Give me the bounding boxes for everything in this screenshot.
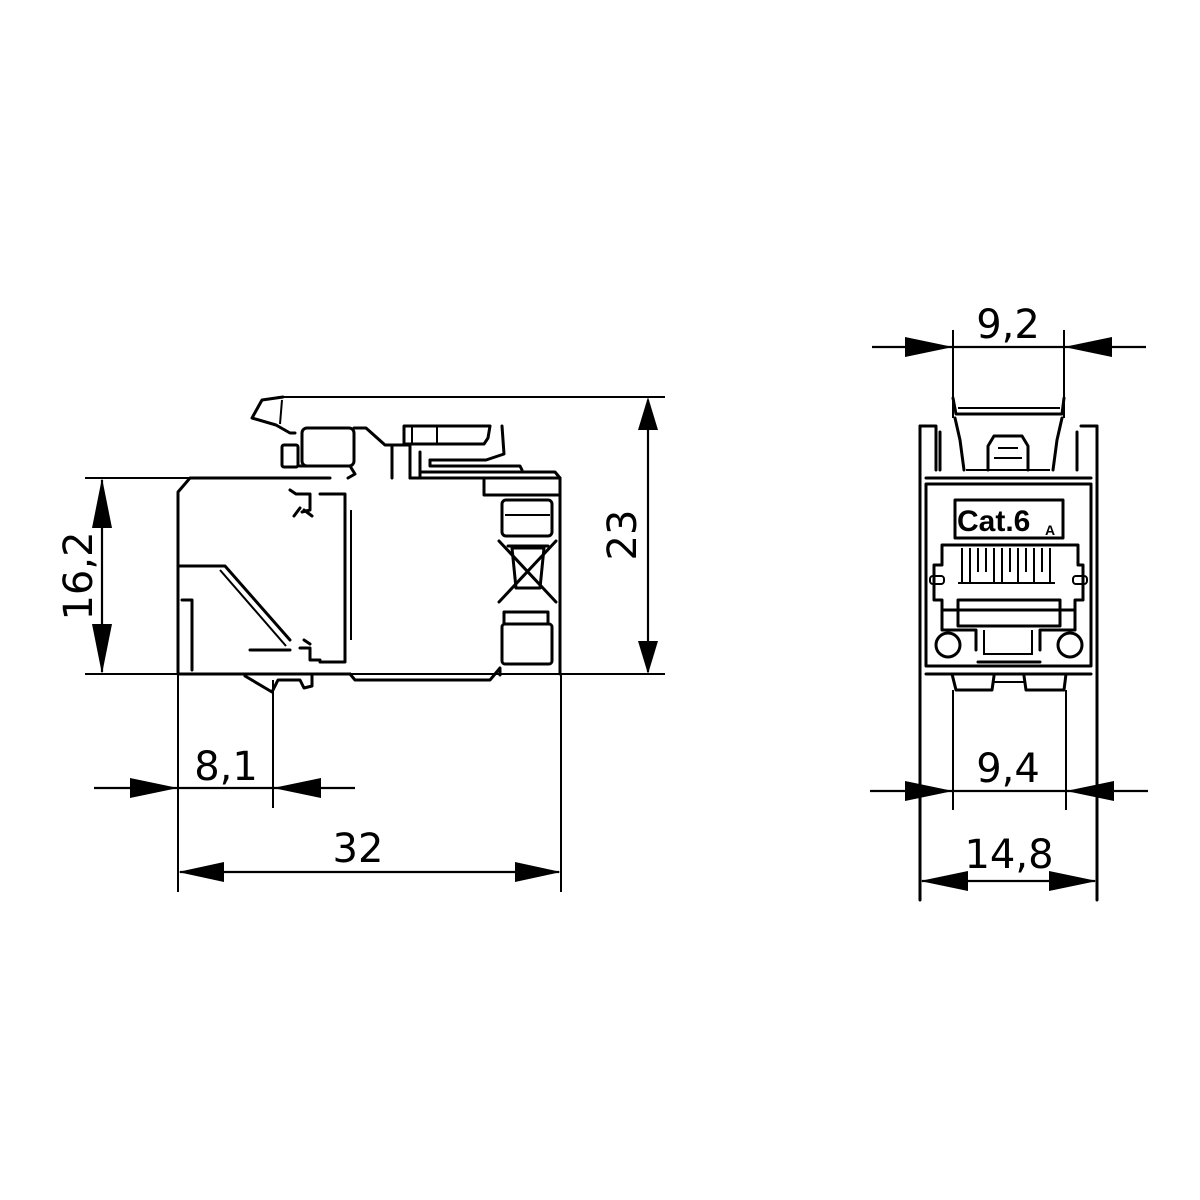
- cat6a-label-sub: A: [1045, 522, 1055, 538]
- dim-height-body: 16,2: [56, 478, 112, 674]
- dim-label-23: 23: [600, 510, 646, 561]
- front-view: Cat.6 A: [918, 330, 1099, 902]
- dim-label-16-2: 16,2: [56, 531, 102, 620]
- side-view: [85, 395, 665, 694]
- dim-label-32: 32: [333, 826, 384, 872]
- dim-height-total: 23: [600, 397, 658, 674]
- dim-inner-width: 9,4: [870, 690, 1148, 810]
- mounting-hole-left: [934, 631, 962, 659]
- cat6a-label-box: [953, 498, 1065, 540]
- dim-label-8-1: 8,1: [194, 744, 258, 790]
- cat6a-label: Cat.6: [957, 505, 1030, 538]
- dim-length: 32: [178, 674, 562, 892]
- dim-outer-width: 14,8: [920, 832, 1097, 891]
- weee-bin-icon: [497, 539, 558, 604]
- dim-top-width: 9,2: [872, 302, 1146, 357]
- dim-offset: 8,1: [94, 674, 355, 892]
- mounting-hole-right: [1056, 631, 1084, 659]
- dim-label-9-4: 9,4: [976, 746, 1040, 792]
- dim-label-14-8: 14,8: [964, 832, 1053, 878]
- dim-label-9-2: 9,2: [976, 302, 1040, 348]
